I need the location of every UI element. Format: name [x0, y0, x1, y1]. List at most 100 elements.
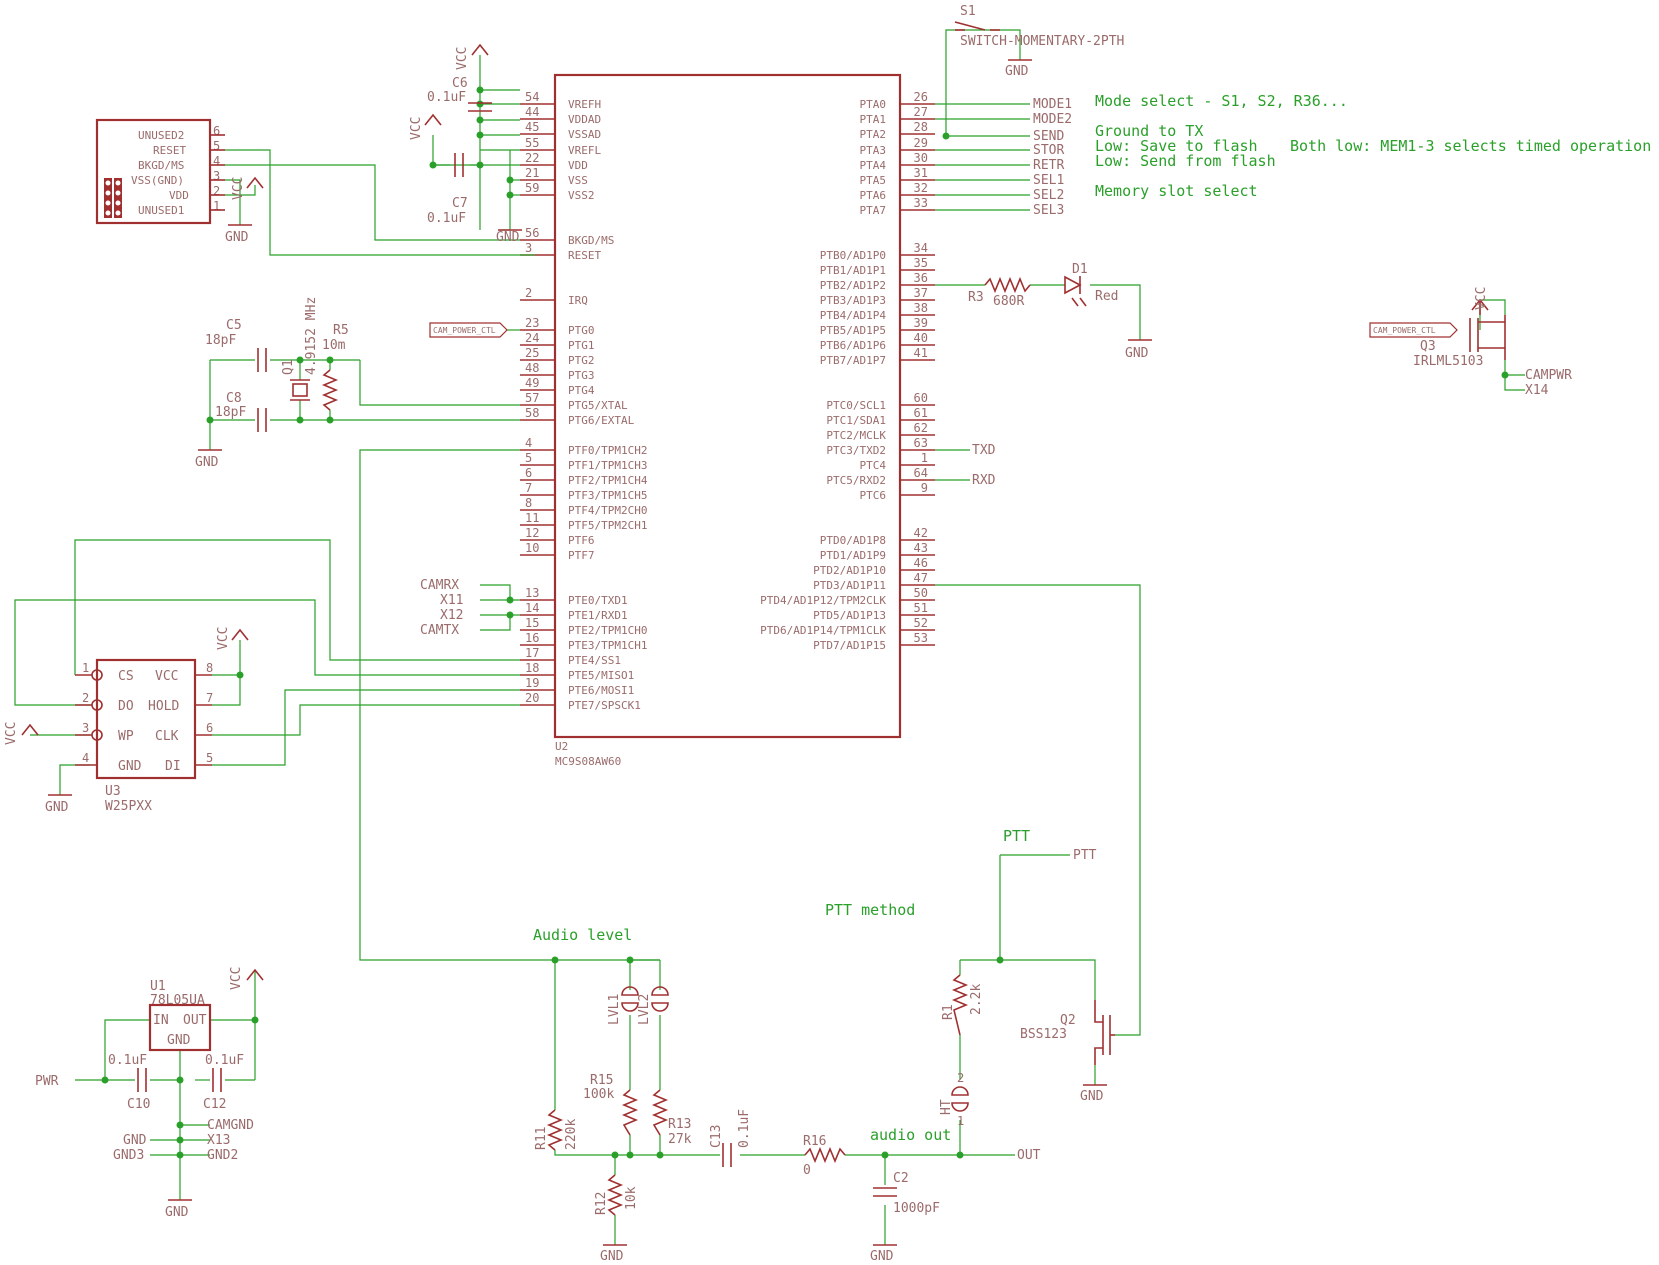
d1-value: Red	[1095, 289, 1118, 304]
u2-pin-number: 41	[914, 346, 928, 360]
u2-pin-number: 58	[525, 406, 539, 420]
u2-pin-name: PTA1	[860, 113, 887, 126]
u3-vcc: VCC	[155, 669, 178, 684]
u2-pin-number: 33	[914, 196, 928, 210]
resistor-r3: R3 680R	[968, 276, 1031, 309]
u2-pin-number: 27	[914, 105, 928, 119]
hdr-vdd: VDD	[169, 189, 189, 202]
net-rxd: RXD	[972, 473, 996, 488]
u2-pin-number: 51	[914, 601, 928, 615]
u2-pin-number: 48	[525, 361, 539, 375]
u2-pin-number: 43	[914, 541, 928, 555]
u3-wp: WP	[118, 729, 134, 744]
u2-pin-name: PTA3	[860, 144, 887, 157]
r16-ref: R16	[803, 1134, 826, 1149]
u2-pin-name: PTB7/AD1P7	[820, 354, 886, 367]
u2-pin-number: 30	[914, 151, 928, 165]
u2-pin-number: 42	[914, 526, 928, 540]
u2-pin-name: PTG1	[568, 339, 595, 352]
c12-ref: C12	[203, 1097, 226, 1112]
c8-value: 18pF	[215, 405, 246, 420]
u2-pin-name: PTA6	[860, 189, 887, 202]
d1-ref: D1	[1072, 262, 1088, 277]
u2-pin-name: PTE0/TXD1	[568, 594, 628, 607]
ic-u2-ref: U2	[555, 740, 568, 753]
u2-pin-number: 37	[914, 286, 928, 300]
capacitor-c13: C13 0.1uF	[709, 1109, 752, 1167]
u2-pin-number: 62	[914, 421, 928, 435]
u2-pin-number: 26	[914, 90, 928, 104]
u2-pin-name: PTF2/TPM1CH4	[568, 474, 648, 487]
ht-pin-2: 2	[957, 1071, 964, 1085]
r16-value: 0	[803, 1163, 811, 1178]
u2-pin-number: 34	[914, 241, 928, 255]
resistor-r16: R16 0	[803, 1134, 846, 1178]
u3-di: DI	[165, 759, 181, 774]
u2-pin-name: PTD4/AD1P12/TPM2CLK	[760, 594, 886, 607]
ht-pin-1: 1	[957, 1114, 964, 1128]
u3-part: W25PXX	[105, 799, 152, 814]
u2-pin-name: PTE2/TPM1CH0	[568, 624, 647, 637]
u2-pin-name: VREFH	[568, 98, 601, 111]
u2-pin-name: BKGD/MS	[568, 234, 614, 247]
u2-pin-name: PTB0/AD1P0	[820, 249, 886, 262]
note-ptt-method: PTT method	[825, 901, 915, 919]
u2-pin-name: PTF6	[568, 534, 595, 547]
u2-pin-name: PTF7	[568, 549, 595, 562]
u3-hold: HOLD	[148, 699, 179, 714]
r5-value: 10m	[322, 338, 346, 353]
crystal-q1: Q1 4.9152 MHz	[281, 297, 319, 401]
u2-pin-name: IRQ	[568, 294, 588, 307]
u2-pin-number: 14	[525, 601, 539, 615]
ic-u2-pins: 54VREFH44VDDAD45VSSAD55VREFL22VDD21VSS59…	[520, 90, 935, 712]
u2-pin-name: PTE1/RXD1	[568, 609, 628, 622]
u2-pin-number: 4	[525, 436, 532, 450]
u2-pin-name: PTE7/SPSCK1	[568, 699, 641, 712]
u2-pin-name: PTD5/AD1P13	[813, 609, 886, 622]
u2-pin-number: 59	[525, 181, 539, 195]
u2-pin-name: PTF1/TPM1CH3	[568, 459, 647, 472]
hdr-pin-6: 6	[213, 124, 220, 138]
u2-pin-number: 19	[525, 676, 539, 690]
u1-in: IN	[153, 1013, 169, 1028]
u2-pin-name: PTC1/SDA1	[826, 414, 886, 427]
net-camgnd: CAMGND	[207, 1118, 254, 1133]
u2-pin-name: PTC2/MCLK	[826, 429, 886, 442]
c2-ref: C2	[893, 1171, 909, 1186]
u2-pin-name: PTF5/TPM2CH1	[568, 519, 647, 532]
u2-pin-name: PTC0/SCL1	[826, 399, 886, 412]
header-graphic	[104, 178, 122, 218]
ic-u2: 54VREFH44VDDAD45VSSAD55VREFL22VDD21VSS59…	[520, 73, 935, 768]
u2-pin-number: 9	[921, 481, 928, 495]
flag-cam-power-ctl	[429, 322, 508, 338]
net-mode1: MODE1	[1033, 97, 1072, 112]
r13-ref: R13	[668, 1117, 691, 1132]
u2-pin-number: 6	[525, 466, 532, 480]
gnd-s1: GND	[1005, 64, 1029, 79]
u2-pin-number: 29	[914, 136, 928, 150]
gnd-u3: GND	[45, 800, 69, 815]
net-retr: RETR	[1033, 158, 1064, 173]
u2-pin-name: PTF0/TPM1CH2	[568, 444, 647, 457]
note-ptt-title: PTT	[1003, 827, 1030, 845]
net-mode2: MODE2	[1033, 112, 1072, 127]
hdr-pin-1: 1	[213, 199, 220, 213]
u2-pin-name: PTA0	[860, 98, 887, 111]
c12-value: 0.1uF	[205, 1053, 244, 1068]
u2-pin-number: 11	[525, 511, 539, 525]
q2-part: BSS123	[1020, 1027, 1067, 1042]
r1-value: 2.2k	[969, 984, 984, 1015]
hdr-pin-5: 5	[213, 139, 220, 153]
switch-s1: S1 SWITCH-MOMENTARY-2PTH GND	[954, 4, 1124, 79]
u2-pin-name: PTC6	[860, 489, 887, 502]
u3-ref: U3	[105, 784, 121, 799]
u2-pin-name: PTG0	[568, 324, 595, 337]
u2-pin-name: PTA4	[860, 159, 887, 172]
lvl1-ref: LVL1	[607, 994, 622, 1025]
bdm-header-body	[95, 118, 212, 225]
r13-value: 27k	[668, 1132, 692, 1147]
u2-pin-name: VDD	[568, 159, 588, 172]
r15-ref: R15	[590, 1073, 613, 1088]
c7-ref: C7	[452, 196, 468, 211]
